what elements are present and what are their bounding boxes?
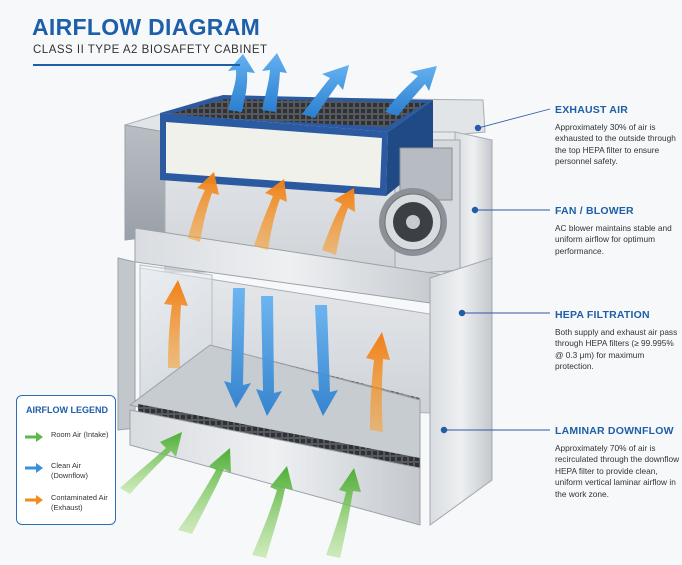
airflow-legend: AIRFLOW LEGEND Room Air (Intake) Clean A… [16,395,116,525]
orange-arrow-icon [25,495,43,505]
legend-label: Clean Air (Downflow) [51,461,88,480]
callout-heading: HEPA FILTRATION [555,309,650,321]
legend-title: AIRFLOW LEGEND [26,405,108,415]
legend-label: Contaminated Air (Exhaust) [51,493,108,512]
callout-heading: FAN / BLOWER [555,205,634,217]
callout-description: Both supply and exhaust air pass through… [555,327,678,372]
orange-arrow-upper-2 [254,179,287,250]
callout-description: AC blower maintains stable and uniform a… [555,223,672,256]
callout-laminar-downflow: LAMINAR DOWNFLOW Approximately 70% of ai… [555,425,680,500]
cabinet-right-upper-panel [454,131,493,273]
exhaust-arrow-4 [385,66,437,116]
contaminated-air-arrows-lower [164,280,390,432]
cabinet-left-upper-panel [124,124,166,241]
callout-exhaust-air: EXHAUST AIR Approximately 30% of air is … [555,104,680,168]
exhaust-arrow-1 [228,54,255,112]
callout-hepa-filtration: HEPA FILTRATION Both supply and exhaust … [555,309,680,373]
callout-description: Approximately 70% of air is recirculated… [555,443,680,499]
downflow-air-arrows [224,288,338,416]
title-underline [33,64,240,66]
room-air-arrows [120,432,361,558]
blue-arrow-icon [25,463,43,473]
callout-connectors [440,108,551,434]
legend-label: Room Air (Intake) [51,430,109,439]
contaminated-air-arrows-upper [188,172,355,255]
top-hepa-filter [160,95,433,196]
green-arrow-icon [25,432,43,442]
callout-fan-blower: FAN / BLOWER AC blower maintains stable … [555,205,680,257]
page-title: AIRFLOW DIAGRAM [32,14,261,40]
exhaust-arrow-2 [262,53,287,112]
exhaust-air-arrows [228,53,437,118]
page-subtitle: CLASS II TYPE A2 BIOSAFETY CABINET [33,44,268,56]
callout-heading: EXHAUST AIR [555,104,628,116]
cabinet-right-side [429,257,493,526]
callout-heading: LAMINAR DOWNFLOW [555,425,674,437]
callout-description: Approximately 30% of air is exhausted to… [555,122,676,167]
fan-blower-unit [379,147,453,256]
exhaust-arrow-3 [302,65,349,118]
